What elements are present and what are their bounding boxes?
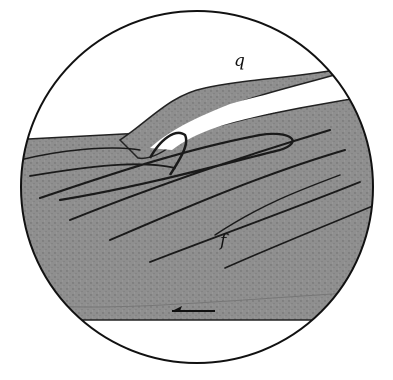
label-q: q [234, 51, 245, 71]
